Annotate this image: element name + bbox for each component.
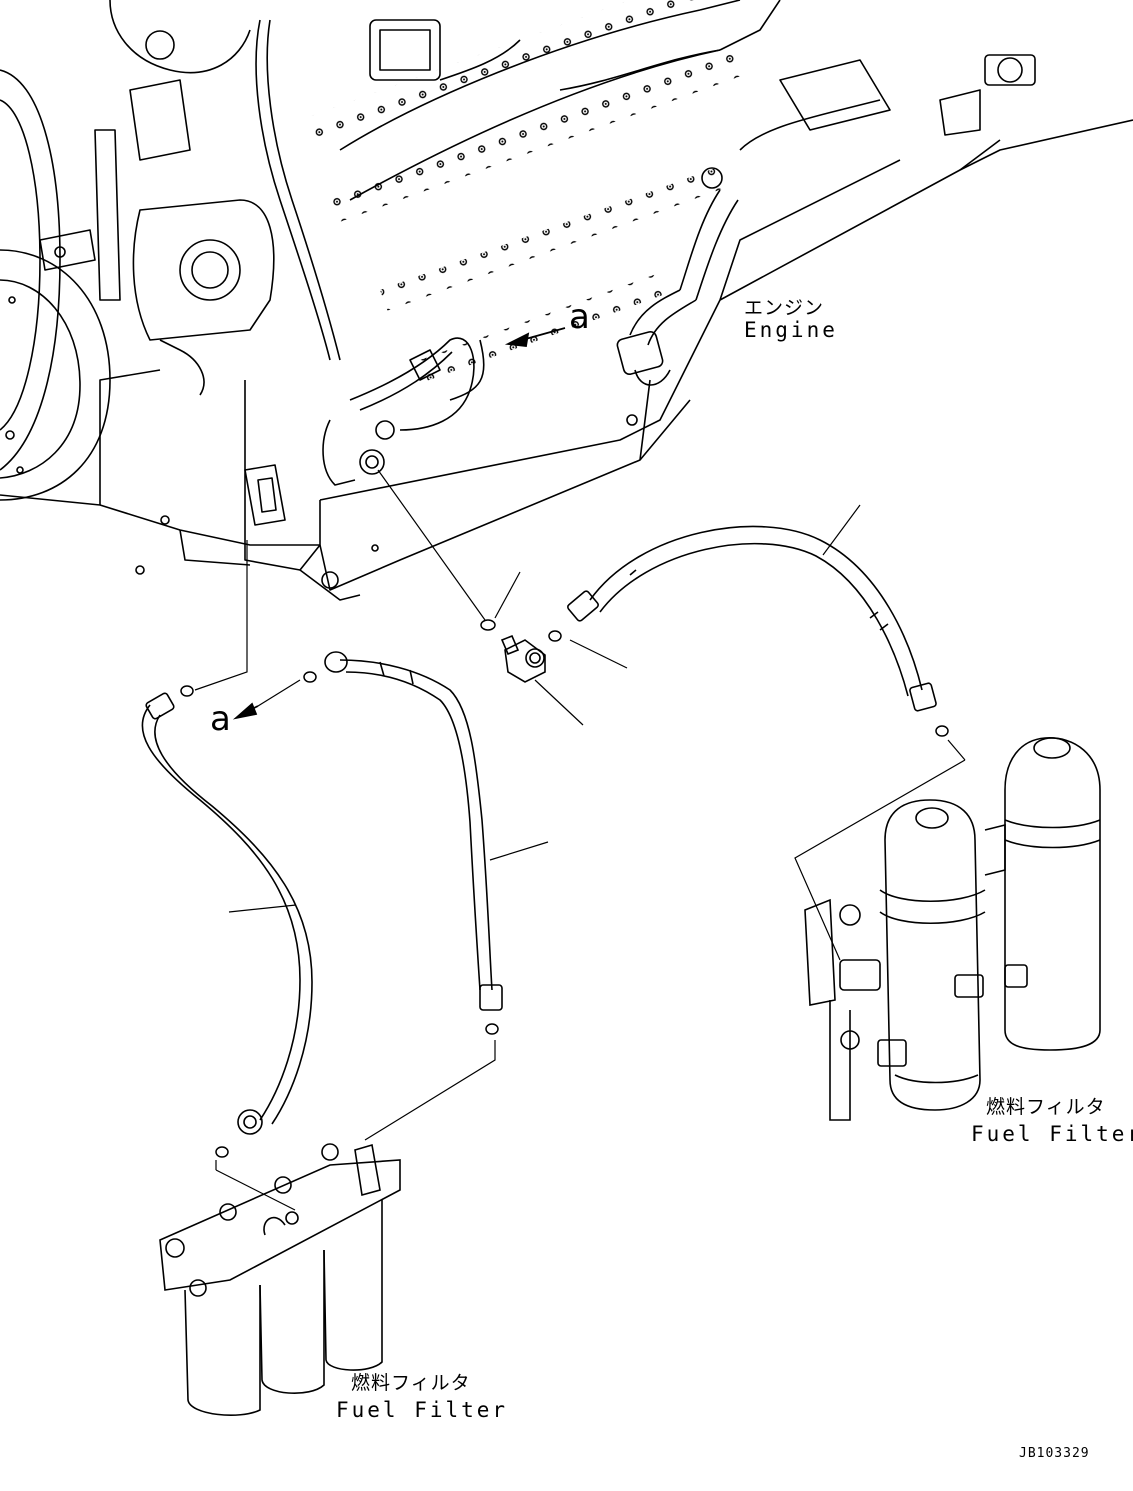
o-ring-center-bottom [485, 1023, 499, 1035]
elbow-adapter [500, 634, 546, 683]
leader-lines [194, 469, 966, 1211]
hose-right [567, 525, 937, 712]
o-ring-right-hose [935, 725, 949, 737]
drawing-code: JB103329 [1019, 1446, 1090, 1461]
fuel-filter-right-label-jp: 燃料フィルタ [986, 1096, 1106, 1118]
flywheel-housing [0, 69, 111, 501]
exhaust-manifold [339, 0, 781, 201]
view-a-label-top: a [569, 297, 590, 337]
engine-illustration [0, 0, 1133, 601]
view-a-arrow-left [232, 702, 259, 720]
fuel-filter-right [804, 737, 1101, 1121]
engine-return-hose [616, 167, 739, 386]
engine-label-en: Engine [744, 318, 838, 342]
fuel-filter-bottom-label-jp: 燃料フィルタ [351, 1372, 471, 1394]
o-ring-bottom-filter [215, 1146, 229, 1158]
fuel-filter-bottom-label-en: Fuel Filter [336, 1398, 509, 1422]
engine-fuel-lines [322, 337, 485, 486]
front-accessories [39, 0, 275, 396]
o-ring-engine-port [480, 619, 496, 631]
view-a-arrow-top [504, 327, 566, 347]
engine-block [0, 119, 1133, 601]
o-ring-center-top [303, 671, 317, 683]
hose-center [324, 651, 503, 1011]
fuel-filter-bottom [159, 1143, 401, 1416]
view-a-label-left: a [210, 699, 231, 739]
o-ring-adapter [548, 630, 562, 642]
injection-pump-area [255, 19, 1036, 361]
connector-bracket [244, 464, 286, 526]
fuel-filter-right-label-en: Fuel Filter [971, 1122, 1133, 1146]
o-ring-left-hose [180, 685, 194, 697]
hose-left [141, 692, 313, 1135]
o-rings [180, 619, 949, 1158]
engine-label-jp: エンジン [744, 297, 825, 319]
